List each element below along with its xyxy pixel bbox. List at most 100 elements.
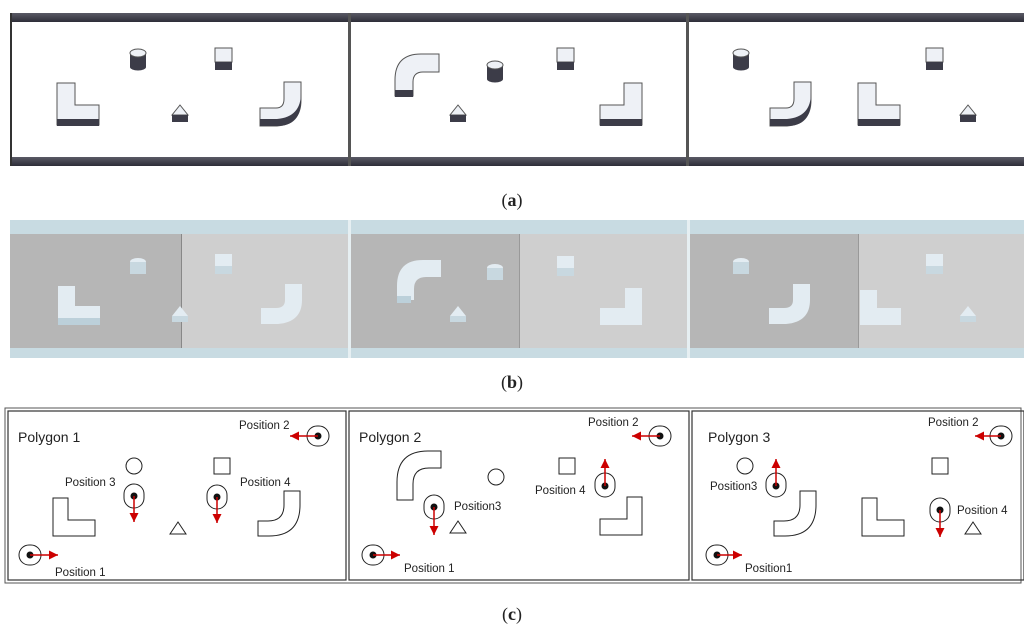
- polygon-1: Polygon 1 Position 1 Position 2 Position…: [18, 420, 330, 579]
- curve-shape: [769, 284, 810, 324]
- curve-shape: [396, 450, 442, 501]
- triangle-shape: [450, 306, 466, 316]
- position-2-marker: Position 2: [239, 420, 330, 447]
- sim-frame-2-shapes: [397, 256, 642, 325]
- curve-shape: [257, 490, 301, 537]
- cylinder-shape: [486, 60, 504, 83]
- curve-shape: [773, 490, 817, 537]
- cylinder-shape: [732, 48, 750, 71]
- sim-seam-3: [858, 234, 859, 348]
- sim-panel-light-3: [858, 226, 1024, 351]
- l-shape: [599, 496, 643, 536]
- square-shape: [558, 457, 576, 475]
- svg-text:Position 4: Position 4: [240, 477, 291, 489]
- sim-panel-dark-3: [690, 226, 858, 351]
- l-shape: [58, 286, 100, 323]
- l-shape: [52, 497, 96, 537]
- sim-frame-1-shapes: [58, 254, 302, 325]
- polygon-title: Polygon 2: [359, 429, 421, 445]
- position-3-marker: Position3: [423, 494, 501, 535]
- sim-seam-2: [519, 234, 520, 348]
- square-shape: [214, 47, 233, 70]
- circle-shape: [487, 468, 505, 486]
- circle-shape: [736, 457, 754, 475]
- curve-shape: [769, 81, 812, 127]
- position-1-marker: Position 1: [361, 544, 455, 575]
- svg-text:Position 4: Position 4: [535, 485, 586, 497]
- sim-seam-1: [181, 234, 182, 348]
- frame-1-shapes: [56, 47, 302, 127]
- position-4-marker: Position 4: [929, 497, 1008, 537]
- polygon-1-box: [7, 410, 347, 581]
- curve-shape: [397, 260, 441, 300]
- svg-text:Position 1: Position 1: [404, 563, 455, 575]
- svg-text:Position3: Position3: [454, 501, 501, 513]
- l-shape: [56, 82, 100, 126]
- square-shape: [926, 254, 943, 266]
- position-3-marker: Position 3: [65, 477, 145, 522]
- sim-panel-light-1: [182, 226, 348, 351]
- sim-divider-2: [687, 220, 690, 358]
- sim-divider-1: [348, 220, 351, 358]
- l-shape: [861, 497, 905, 537]
- square-shape: [931, 457, 949, 475]
- frame-divider-2: [686, 13, 689, 166]
- svg-text:Position3: Position3: [710, 481, 757, 493]
- svg-text:Position1: Position1: [745, 563, 792, 575]
- top-rail: [10, 13, 1024, 22]
- square-shape: [556, 47, 575, 70]
- caption-c: (c): [502, 604, 522, 624]
- svg-text:Position 4: Position 4: [957, 505, 1008, 517]
- panel-b-simulation-views: [10, 220, 1024, 358]
- triangle-shape: [958, 104, 978, 122]
- sim-panel-dark-2: [351, 226, 519, 351]
- polygon-2-box: [348, 410, 690, 581]
- position-4-marker: Position 4: [535, 459, 616, 498]
- polygon-3-box: [691, 410, 1024, 581]
- position-2-marker: Position 2: [588, 417, 672, 447]
- frame-left: [10, 13, 12, 166]
- curve-shape: [259, 81, 302, 127]
- square-shape: [213, 457, 231, 475]
- position-1-marker: Position 1: [18, 544, 106, 579]
- l-shape: [857, 82, 901, 126]
- l-shape: [860, 290, 901, 325]
- bottom-rail: [10, 157, 1024, 166]
- triangle-shape: [169, 521, 187, 535]
- svg-text:Position 2: Position 2: [239, 420, 290, 432]
- triangle-shape: [449, 520, 467, 534]
- panel-a-cad-views: [10, 13, 1024, 166]
- svg-text:Position 2: Position 2: [928, 417, 979, 429]
- polygon-title: Polygon 1: [18, 429, 80, 445]
- cylinder-shape: [129, 48, 147, 71]
- curve-shape: [394, 53, 440, 97]
- frame-divider-1: [348, 13, 351, 166]
- position-4-marker: Position 4: [206, 477, 291, 523]
- position-1-marker: Position1: [705, 544, 792, 575]
- l-shape: [600, 288, 642, 325]
- sim-bottom-rail: [10, 348, 1024, 358]
- triangle-shape: [170, 104, 190, 122]
- triangle-shape: [964, 521, 982, 535]
- triangle-shape: [448, 104, 468, 122]
- triangle-shape: [172, 306, 188, 316]
- square-shape: [557, 256, 574, 268]
- polygon-2: Polygon 2 Position 1 Position 2 Position…: [359, 417, 672, 575]
- circle-shape: [125, 457, 143, 475]
- position-3-marker: Position3: [710, 459, 787, 498]
- curve-shape: [261, 284, 302, 324]
- triangle-shape: [960, 306, 976, 316]
- frame-2-shapes: [394, 47, 643, 126]
- sim-top-rail: [10, 220, 1024, 234]
- square-shape: [925, 47, 944, 70]
- caption-b: (b): [500, 372, 523, 392]
- polygon-title: Polygon 3: [708, 429, 770, 445]
- svg-text:Position 3: Position 3: [65, 477, 116, 489]
- frame-3-shapes: [732, 47, 978, 127]
- caption-a: (a): [501, 190, 523, 210]
- polygon-3: Polygon 3 Position1 Position 2 Position3: [705, 417, 1013, 575]
- sim-panel-light-2: [519, 226, 687, 351]
- panel-c-polygon-schematics: Polygon 1 Position 1 Position 2 Position…: [4, 407, 1024, 584]
- sim-panel-dark-1: [10, 226, 182, 351]
- svg-text:Position 2: Position 2: [588, 417, 639, 429]
